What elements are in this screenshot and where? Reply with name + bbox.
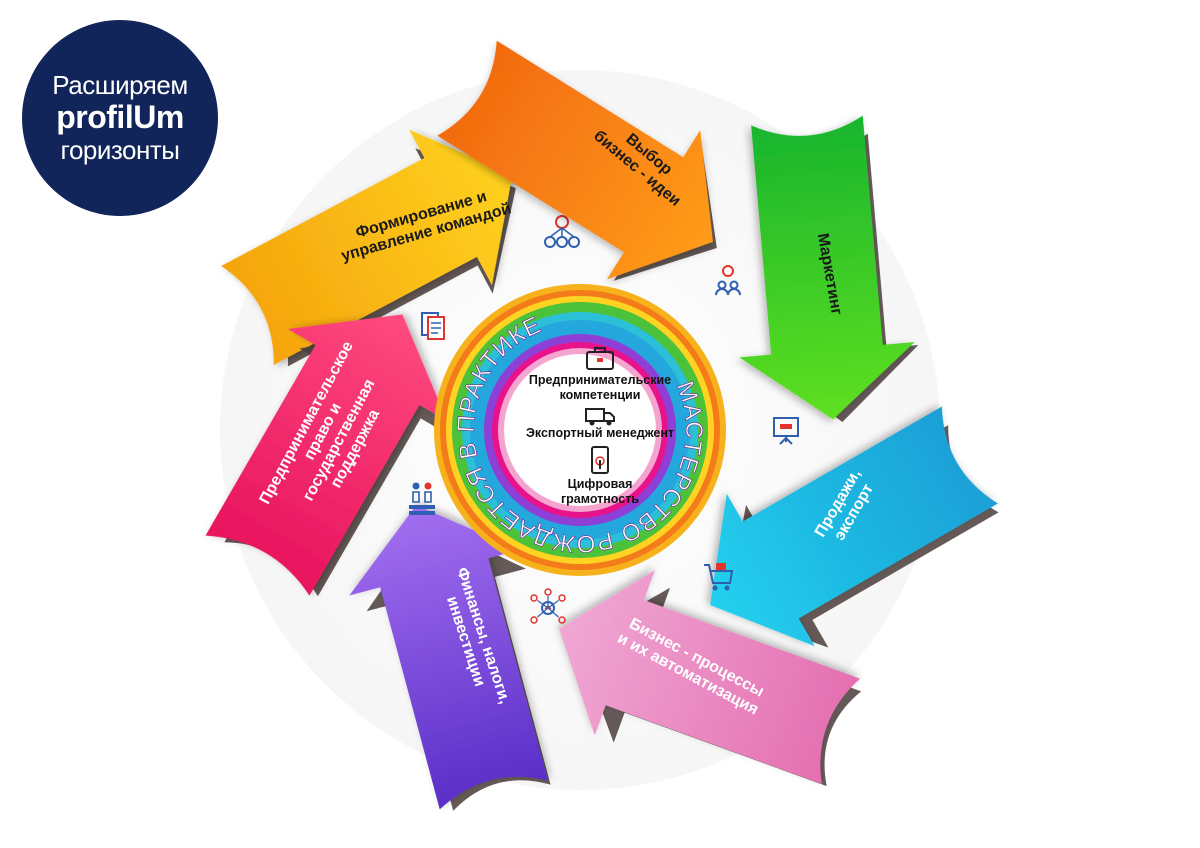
shopping-cart-icon — [704, 563, 734, 591]
center-item-line: компетенции — [560, 388, 641, 402]
segment-team: Формирование иуправление командой — [221, 129, 580, 367]
segment-arrow-team — [221, 129, 513, 365]
segment-arrow-sales — [710, 406, 998, 647]
badge-line-1: Расширяем — [52, 69, 188, 100]
idea-people-icon — [715, 265, 741, 296]
presentation-board-icon — [773, 417, 799, 445]
badge-line-2: profilUm — [56, 99, 184, 136]
segment-arrow-law — [205, 314, 448, 596]
briefcase-icon — [586, 347, 614, 370]
segment-arrow-idea — [437, 40, 713, 280]
documents-icon — [421, 312, 445, 340]
arrow-segments: Формирование иуправление командойВыборби… — [205, 40, 999, 811]
badge-line-3: горизонты — [60, 134, 180, 165]
segment-law: Предпринимательскоеправо игосударственна… — [205, 312, 449, 597]
ring-inner-white — [504, 354, 656, 506]
segment-arrow-processes — [559, 569, 861, 784]
network-nodes-icon — [530, 588, 566, 624]
segment-sales: Продажи,экспорт — [704, 406, 999, 648]
segment-marketing: Маркетинг — [739, 115, 919, 445]
truck-icon — [585, 408, 615, 426]
center-item-label: Экспортный менеджент — [526, 426, 674, 440]
brand-badge: Расширяем profilUm горизонты — [22, 20, 218, 216]
center-rings — [434, 284, 726, 576]
center-item-line: Цифровая — [568, 477, 633, 491]
center-item-line: Предпринимательские — [529, 373, 671, 387]
smartphone-icon — [591, 446, 609, 474]
people-stand-icon — [409, 482, 435, 515]
team-network-icon — [544, 215, 580, 248]
center-item-line: Экспортный менеджент — [526, 426, 674, 440]
segment-arrow-marketing — [739, 115, 915, 420]
center-item-line: грамотность — [561, 492, 639, 506]
segment-arrow-finance — [349, 505, 548, 810]
